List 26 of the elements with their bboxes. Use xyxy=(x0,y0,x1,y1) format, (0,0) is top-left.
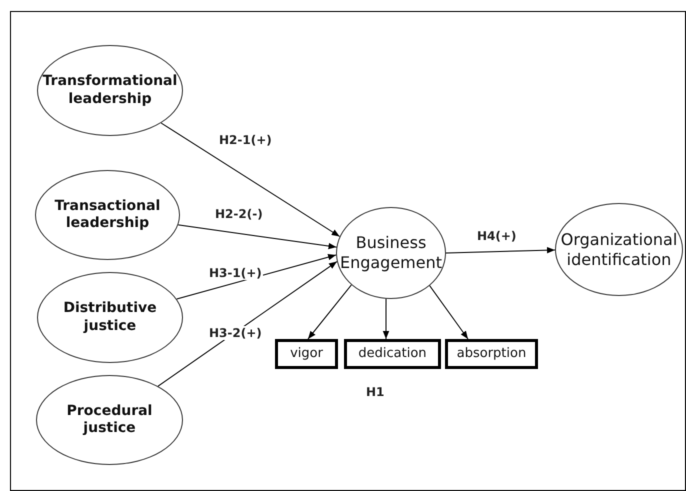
node-label: Business Engagement xyxy=(340,233,442,273)
node-label: vigor xyxy=(290,346,323,362)
node-label: Organizational identification xyxy=(560,230,678,270)
node-label: dedication xyxy=(358,346,427,362)
hypothesis-label: H1 xyxy=(365,385,386,399)
arrow xyxy=(158,261,338,387)
arrow xyxy=(429,285,468,340)
node-label: Distributive justice xyxy=(62,300,158,335)
arrow xyxy=(160,122,340,237)
edge-label: H3-1(+) xyxy=(208,266,263,280)
node-label: absorption xyxy=(456,346,526,362)
node-label: Transformational leadership xyxy=(42,73,178,108)
arrow xyxy=(308,284,352,340)
arrow xyxy=(446,247,556,254)
dimension-box xyxy=(445,339,538,369)
arrow xyxy=(176,254,337,300)
edge-label: H2-2(-) xyxy=(214,207,264,221)
edge-label: H3-2(+) xyxy=(208,326,263,340)
arrow xyxy=(382,298,390,340)
dimension-box xyxy=(344,339,441,369)
node-label: Transactional leadership xyxy=(54,198,162,232)
node-label: Procedural justice xyxy=(66,402,154,438)
edge-label: H4(+) xyxy=(476,229,518,243)
arrow xyxy=(178,224,337,250)
edge-label: H2-1(+) xyxy=(218,133,273,147)
dimension-box xyxy=(275,339,338,369)
